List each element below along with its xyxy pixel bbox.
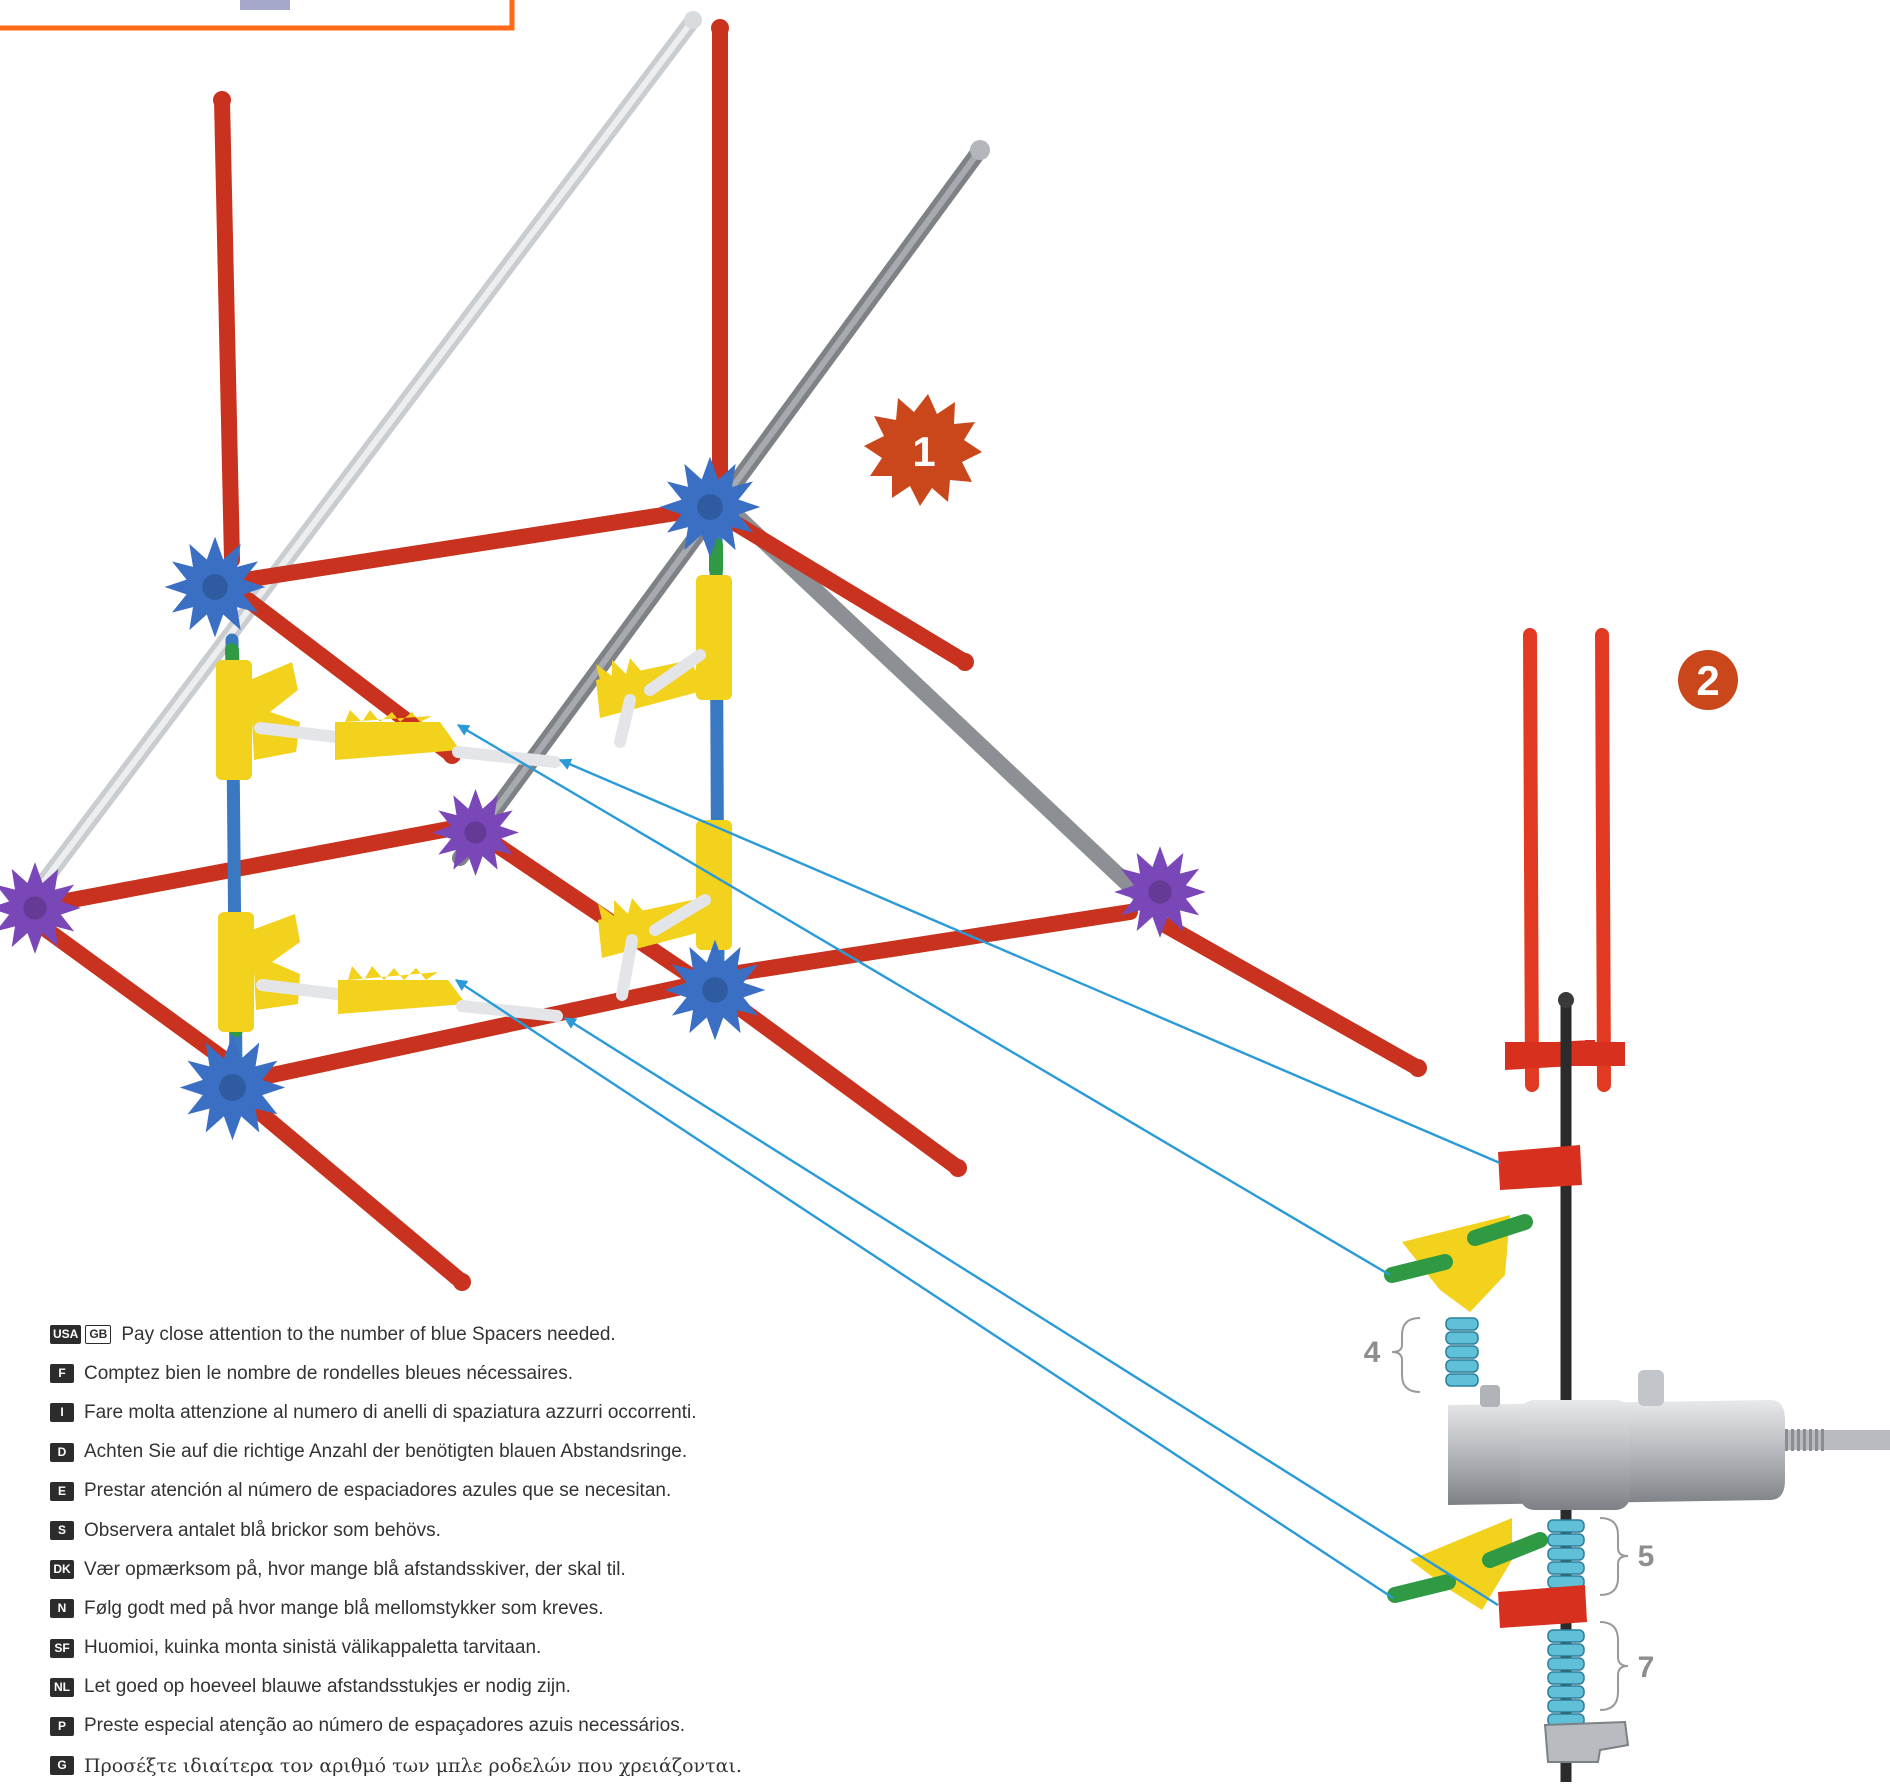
instruction-item: DK Vær opmærksom på, hvor mange blå afsta…: [50, 1550, 1200, 1589]
step-2-number: 2: [1696, 657, 1719, 704]
instruction-text: Comptez bien le nombre de rondelles bleu…: [84, 1362, 573, 1384]
instruction-item: SF Huomioi, kuinka monta sinistä välikapp…: [50, 1629, 1200, 1668]
callout-lower-b: 7: [1599, 1621, 1655, 1711]
language-badge: F: [50, 1364, 74, 1384]
rod-red-upper-right-out: [722, 512, 973, 670]
step-2-badge: 2: [1678, 650, 1738, 710]
rod-red-right-out: [1157, 917, 1426, 1076]
language-badge: D: [50, 1442, 74, 1462]
guide-arrow-1: [558, 758, 1501, 1165]
language-badge: DK: [50, 1560, 74, 1580]
frame-fragment: [0, 0, 515, 31]
clip-red-upper: [1498, 1145, 1582, 1190]
instruction-text: Fare molta attenzione al numero di anell…: [84, 1401, 697, 1423]
rod-white-diagonal-highlight: [27, 17, 696, 903]
connector-yellow-lower-step2: [1410, 1518, 1512, 1610]
connector-yellow-upper-right: [696, 575, 732, 700]
spacers-lower-a: [1547, 1519, 1585, 1589]
language-badge: G: [50, 1756, 74, 1776]
spacers-upper: [1445, 1317, 1479, 1387]
language-code-group: I: [50, 1403, 78, 1423]
language-badge: S: [50, 1521, 74, 1541]
instruction-text: Observera antalet blå brickor som behövs…: [84, 1519, 441, 1541]
language-code-group: DK: [50, 1560, 78, 1580]
instruction-item: E Prestar atención al número de espaciado…: [50, 1472, 1200, 1511]
instruction-text: Προσέξτε ιδιαίτερα τον αριθμό των μπλε ρ…: [84, 1754, 742, 1777]
language-badge: I: [50, 1403, 74, 1423]
language-badge: N: [50, 1599, 74, 1619]
instruction-item: NL Let goed op hoeveel blauwe afstandsstu…: [50, 1668, 1200, 1707]
language-code-group: S: [50, 1521, 78, 1541]
instruction-item: P Preste especial atenção ao número de es…: [50, 1707, 1200, 1746]
frame-logo-fragment: [240, 0, 290, 10]
spacers-lower-b: [1547, 1629, 1585, 1727]
language-code-group: N: [50, 1599, 78, 1619]
rod-red-top-beam: [224, 500, 716, 590]
instruction-text: Følg godt med på hvor mange blå mellomst…: [84, 1597, 604, 1619]
guide-arrow-2: [456, 723, 1391, 1277]
rod-red-bottom-front: [32, 817, 478, 914]
language-code-group: P: [50, 1716, 78, 1736]
instruction-item: D Achten Sie auf die richtige Anzahl der …: [50, 1433, 1200, 1472]
callout-lower-count-b: 7: [1638, 1651, 1655, 1684]
instruction-text: Let goed op hoeveel blauwe afstandsstukj…: [84, 1676, 571, 1698]
guide-arrow-3: [563, 1016, 1499, 1607]
rod-red-mid-to-right: [474, 827, 708, 990]
callout-upper-count: 4: [1364, 1336, 1381, 1369]
language-badge: P: [50, 1716, 74, 1736]
connector-yellow-upper-left-mid: [335, 722, 460, 760]
rod-red-bottom-left-out: [32, 917, 236, 1070]
step-1-badge: 1: [864, 394, 982, 506]
language-badge: E: [50, 1481, 74, 1501]
language-code-group: G: [50, 1756, 78, 1776]
language-code-group: SF: [50, 1638, 78, 1658]
instruction-text: Prestar atención al número de espaciador…: [84, 1480, 672, 1502]
clip-red-lower: [1498, 1585, 1587, 1628]
callout-upper: 4: [1364, 1317, 1421, 1393]
callout-lower-a: 5: [1599, 1517, 1655, 1596]
instruction-text: Pay close attention to the number of blu…: [121, 1323, 616, 1345]
rod-red-bottom-back: [232, 974, 713, 1090]
step-1-number: 1: [912, 428, 935, 475]
instruction-item: N Følg godt med på hvor mange blå melloms…: [50, 1589, 1200, 1628]
guide-arrow-4: [454, 978, 1394, 1600]
connector-yellow-lower-left-mid: [338, 980, 466, 1014]
clip-gray-end: [1543, 1720, 1630, 1763]
callout-lower-count-a: 5: [1638, 1540, 1655, 1573]
instruction-text: Huomioi, kuinka monta sinistä välikappal…: [84, 1637, 542, 1659]
rod-red-mid-out: [714, 987, 966, 1176]
language-code-group: NL: [50, 1677, 78, 1697]
rod-red-vertical-left: [214, 92, 240, 568]
instruction-text: Preste especial atenção ao número de esp…: [84, 1715, 685, 1737]
guide-arrows: [454, 723, 1501, 1607]
connector-yellow-upper-left: [216, 660, 252, 780]
language-code-group: F: [50, 1364, 78, 1384]
rod-red-far-right: [717, 904, 1138, 983]
language-badge: GB: [85, 1325, 112, 1345]
instruction-item: F Comptez bien le nombre de rondelles ble…: [50, 1354, 1200, 1393]
language-badge: SF: [50, 1638, 74, 1658]
language-code-group: D: [50, 1442, 78, 1462]
language-code-group: E: [50, 1481, 78, 1501]
connector-yellow-lower-right: [696, 820, 732, 950]
connector-purple-right: [1114, 846, 1206, 938]
motor-assembly: [1384, 628, 1890, 1782]
instruction-item: G Προσέξτε ιδιαίτερα τον αριθμό των μπλε …: [50, 1746, 1200, 1785]
rod-red-bottom-out: [237, 1092, 470, 1290]
instruction-text: Achten Sie auf die richtige Anzahl der b…: [84, 1441, 688, 1463]
rod-gray-slope: [712, 492, 1158, 913]
connector-yellow-lower-left: [218, 912, 254, 1032]
instruction-item: I Fare molta attenzione al numero di anel…: [50, 1393, 1200, 1432]
frame-model: [0, 11, 1427, 1291]
instruction-item: S Observera antalet blå brickor som behöv…: [50, 1511, 1200, 1550]
language-badge: NL: [50, 1677, 74, 1697]
language-badge: USA: [50, 1325, 82, 1345]
connector-blue-top-left: [164, 536, 266, 638]
instruction-text: Vær opmærksom på, hvor mange blå afstand…: [84, 1558, 626, 1580]
